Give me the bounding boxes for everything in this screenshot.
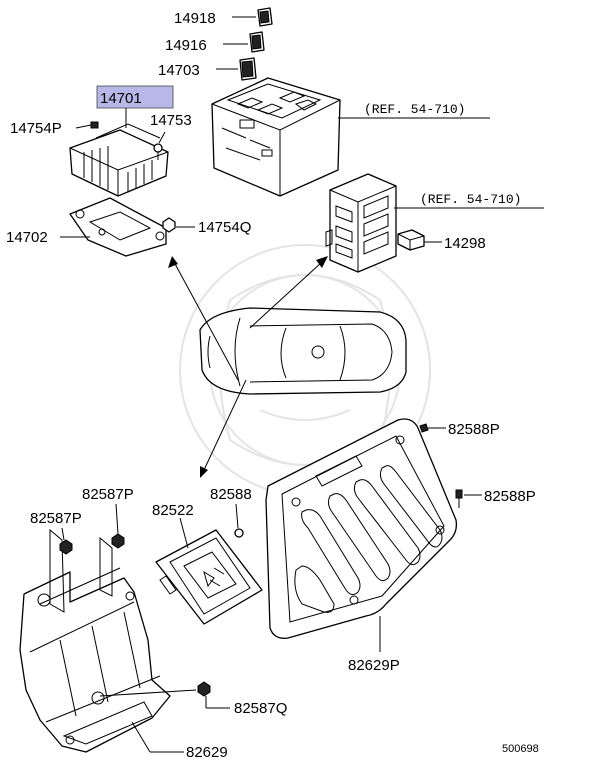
leader-82629 xyxy=(131,721,151,753)
cover-82629P xyxy=(265,418,458,639)
label-14753[interactable]: 14753 xyxy=(150,112,192,129)
screw-14753 xyxy=(153,143,163,160)
label-14701[interactable]: 14701 xyxy=(100,90,142,107)
label-14918[interactable]: 14918 xyxy=(174,10,216,27)
label-82629P[interactable]: 82629P xyxy=(348,657,400,674)
bracket-14702 xyxy=(69,197,167,257)
bolt-14754P xyxy=(90,121,99,129)
label-82522[interactable]: 82522 xyxy=(152,502,194,519)
label-82588P-top[interactable]: 82588P xyxy=(448,421,500,438)
leader-82587P-a xyxy=(61,527,65,541)
label-82588P-right[interactable]: 82588P xyxy=(484,488,536,505)
nut-82587Q xyxy=(197,681,211,697)
label-82588[interactable]: 82588 xyxy=(210,486,252,503)
relay-14703 xyxy=(239,57,257,81)
relay-14918 xyxy=(257,7,273,27)
nut-82587P-left xyxy=(59,539,73,555)
relay-14298 xyxy=(397,229,425,251)
label-14916[interactable]: 14916 xyxy=(165,37,207,54)
arrow-to-junction xyxy=(249,256,328,329)
label-ref-top: (REF. 54-710) xyxy=(364,102,465,117)
bracket-82629 xyxy=(19,528,171,753)
junction-block xyxy=(325,173,397,273)
control-unit-14701 xyxy=(69,123,169,197)
label-82587P-b[interactable]: 82587P xyxy=(82,486,134,503)
arrow-to-ecu xyxy=(168,256,239,381)
leader-14753 xyxy=(158,131,166,144)
label-82587P-a[interactable]: 82587P xyxy=(30,510,82,527)
label-82587Q[interactable]: 82587Q xyxy=(234,700,287,717)
label-14754P[interactable]: 14754P xyxy=(10,120,62,137)
leader-14754P xyxy=(75,124,92,129)
relay-box xyxy=(211,77,341,197)
label-14702[interactable]: 14702 xyxy=(6,229,48,246)
control-unit-82522 xyxy=(155,529,263,625)
relay-14916 xyxy=(249,31,265,53)
leader-82587P-b xyxy=(115,503,119,535)
label-82629[interactable]: 82629 xyxy=(186,744,228,761)
screw-82588P-right xyxy=(455,489,463,508)
label-14754Q[interactable]: 14754Q xyxy=(198,219,251,236)
screw-82588 xyxy=(234,528,244,538)
diagram-code: 500698 xyxy=(502,743,539,755)
leader-82588 xyxy=(235,503,239,529)
nut-14754Q xyxy=(162,217,176,233)
label-14298[interactable]: 14298 xyxy=(444,235,486,252)
arrow-to-lower xyxy=(200,379,247,478)
screw-82588P-top xyxy=(419,423,429,433)
label-14703[interactable]: 14703 xyxy=(158,62,200,79)
leader-82522 xyxy=(179,517,189,549)
leader-82587Q-diag xyxy=(99,689,197,697)
highlight-14701 xyxy=(96,85,174,109)
vehicle-outline xyxy=(199,307,407,395)
nut-82587P-right xyxy=(111,533,125,549)
label-ref-mid: (REF. 54-710) xyxy=(420,192,521,207)
